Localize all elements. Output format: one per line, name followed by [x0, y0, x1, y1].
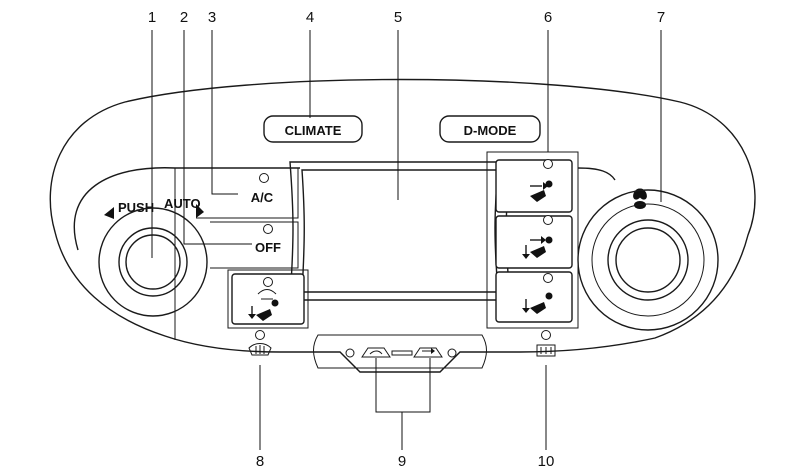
vent-defrost-foot-mode-button[interactable] — [231, 273, 305, 325]
outside-air-led — [447, 348, 457, 358]
vent-foot-mode-icon — [522, 292, 553, 314]
auto-label: AUTO — [164, 196, 201, 211]
face-mode-led — [543, 159, 553, 169]
recirc-led — [345, 348, 355, 358]
right-fan-knob[interactable] — [577, 189, 719, 331]
callout-3: 3 — [208, 9, 216, 26]
intake-selector-bar — [391, 350, 413, 356]
callout-10: 10 — [538, 453, 555, 470]
outside-air-icon — [413, 347, 443, 358]
front-defroster-led — [255, 330, 265, 340]
ac-indicator-led — [259, 173, 269, 183]
front-defroster-button[interactable] — [248, 330, 272, 356]
left-temperature-knob[interactable] — [98, 207, 208, 317]
vent-foot-mode-button[interactable] — [495, 271, 573, 323]
off-button[interactable]: OFF — [210, 221, 299, 269]
push-label: PUSH — [118, 200, 154, 215]
foot-mode-led — [543, 273, 553, 283]
d-mode-button-label: D-MODE — [464, 123, 517, 138]
vent-defrost-foot-mode-icon — [248, 289, 279, 321]
callout-1: 1 — [148, 9, 156, 26]
defrost-foot-mode-led — [263, 277, 273, 287]
rear-defroster-icon — [536, 344, 556, 357]
callout-5: 5 — [394, 9, 402, 26]
vent-face-mode-button[interactable] — [495, 159, 573, 213]
front-defroster-icon — [248, 343, 272, 356]
recirculation-icon — [361, 347, 391, 358]
off-button-label: OFF — [255, 240, 281, 255]
auto-arrow-icon — [196, 204, 204, 218]
d-mode-button[interactable]: D-MODE — [439, 115, 541, 143]
vent-bilevel-mode-button[interactable] — [495, 215, 573, 269]
ac-button-label: A/C — [251, 190, 274, 205]
bilevel-mode-led — [543, 215, 553, 225]
climate-button[interactable]: CLIMATE — [263, 115, 363, 143]
climate-button-label: CLIMATE — [285, 123, 342, 138]
center-display — [289, 161, 511, 301]
callout-9: 9 — [398, 453, 406, 470]
callout-2: 2 — [180, 9, 188, 26]
callout-7: 7 — [657, 9, 665, 26]
callout-4: 4 — [306, 9, 314, 26]
vent-bilevel-mode-icon — [522, 236, 553, 259]
callout-8: 8 — [256, 453, 264, 470]
right-knob-housing — [577, 167, 616, 181]
push-arrow-icon — [104, 207, 114, 219]
air-intake-switch[interactable] — [313, 334, 487, 369]
ac-button[interactable]: A/C — [196, 167, 299, 219]
off-indicator-led — [263, 224, 273, 234]
rear-defroster-button[interactable] — [536, 330, 556, 357]
panel-outline — [49, 78, 756, 373]
mode-buttons-group-outline — [486, 151, 579, 329]
callout-leaders — [151, 30, 662, 450]
vent-face-mode-icon — [530, 180, 553, 202]
callout-6: 6 — [544, 9, 552, 26]
defrost-foot-group-outline — [227, 269, 309, 329]
rear-defroster-led — [541, 330, 551, 340]
